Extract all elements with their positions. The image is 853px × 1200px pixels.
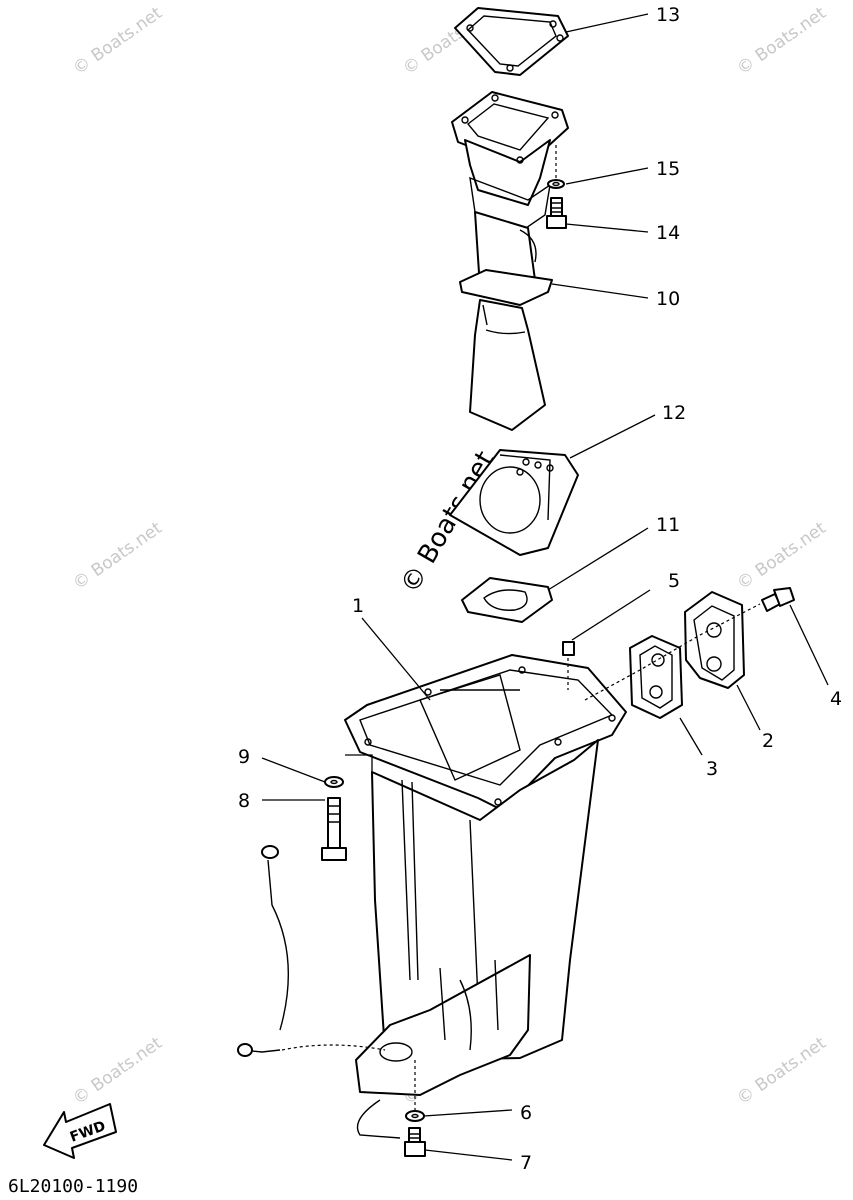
leader-lines [261, 13, 829, 1161]
part-4-screw [761, 587, 795, 612]
fwd-arrow: FWD [43, 1103, 117, 1159]
drawing-code: 6L20100-1190 [8, 1176, 138, 1197]
callout-6: 6 [520, 1102, 532, 1124]
callout-13: 13 [656, 4, 680, 26]
part-2-cover [584, 591, 761, 701]
part-12-seal-plate [449, 449, 579, 556]
part-14-bolt [546, 197, 567, 229]
watermark: © Boats.net [733, 518, 830, 594]
callout-14: 14 [656, 222, 680, 244]
callout-7: 7 [520, 1152, 532, 1174]
ground-lead-wire [237, 845, 401, 1139]
callout-12: 12 [662, 402, 686, 424]
part-5-dowel-pin [562, 641, 575, 690]
part-11-gasket [461, 577, 553, 623]
watermark: © Boats.net [733, 1033, 830, 1109]
callout-3: 3 [706, 758, 718, 780]
callout-9: 9 [238, 746, 250, 768]
part-7-bolt [404, 1127, 426, 1157]
callout-11: 11 [656, 514, 680, 536]
part-3-gasket [629, 635, 683, 719]
part-9-washer [324, 754, 373, 788]
callout-15: 15 [656, 158, 680, 180]
callout-10: 10 [656, 288, 680, 310]
part-15-washer [547, 145, 565, 189]
part-8-bolt [321, 797, 347, 861]
watermark: © Boats.net [69, 3, 166, 79]
part-13-gasket [454, 7, 569, 76]
callout-5: 5 [668, 570, 680, 592]
callout-4: 4 [830, 688, 842, 710]
watermark: © Boats.net [69, 1033, 166, 1109]
callout-8: 8 [238, 790, 250, 812]
callout-1: 1 [352, 595, 364, 617]
watermark: © Boats.net [69, 518, 166, 594]
callout-2: 2 [762, 730, 774, 752]
callouts: 13 15 14 10 12 11 5 1 4 2 3 9 8 6 7 [238, 4, 842, 1174]
part-1-upper-casing [344, 654, 627, 1096]
watermark: © Boats.net [733, 3, 830, 79]
part-10-exhaust-guide [451, 91, 569, 431]
